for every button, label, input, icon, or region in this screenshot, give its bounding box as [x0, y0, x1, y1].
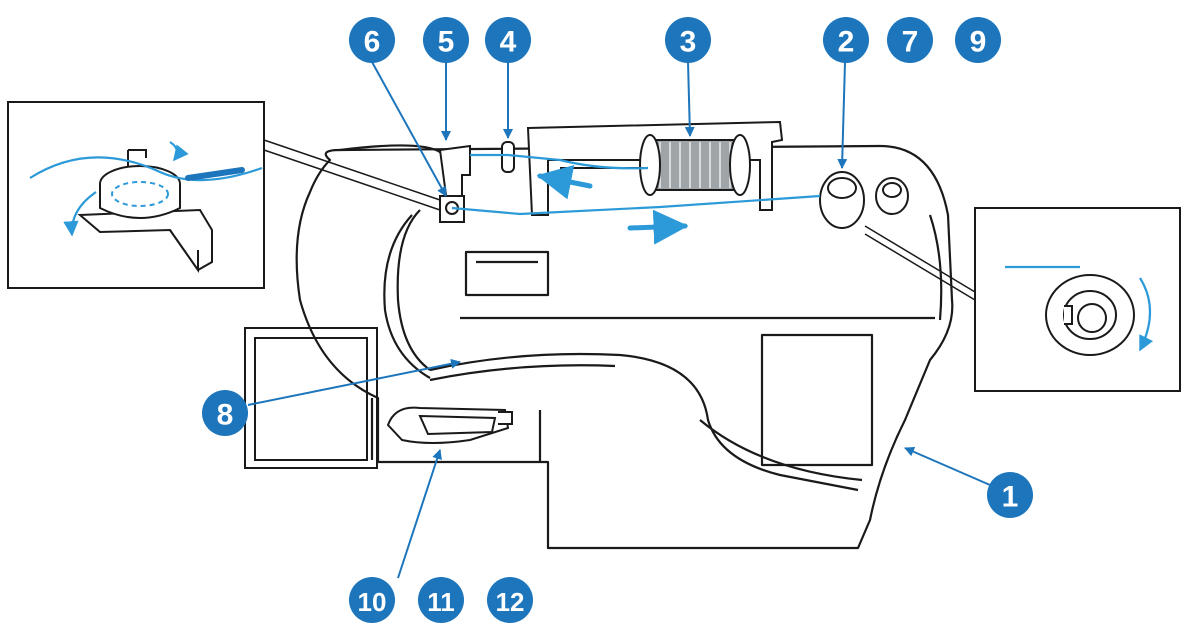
svg-text:1: 1: [1002, 481, 1019, 514]
inset-left-thread-guide: [7, 101, 441, 289]
callout-2: 2: [823, 17, 869, 63]
svg-text:12: 12: [496, 587, 525, 617]
bobbin-winder: [819, 171, 909, 229]
thread-direction-arrows: [536, 165, 689, 245]
callout-1: 1: [987, 472, 1033, 518]
thread-path: [451, 153, 821, 216]
svg-text:7: 7: [902, 26, 919, 59]
inset-right-bobbin-winder: [864, 207, 1181, 392]
callout-8: 8: [202, 390, 248, 436]
svg-text:3: 3: [680, 26, 697, 59]
callout-9: 9: [955, 17, 1001, 63]
thread-spool-icon: [560, 134, 751, 196]
svg-text:4: 4: [500, 26, 517, 59]
callout-5: 5: [423, 17, 469, 63]
callout-12: 12: [487, 577, 533, 623]
svg-text:6: 6: [364, 26, 381, 59]
svg-text:9: 9: [970, 26, 987, 59]
svg-text:8: 8: [217, 399, 234, 432]
callout-6: 6: [349, 17, 395, 63]
callout-7: 7: [887, 17, 933, 63]
thread-guide: [438, 141, 515, 211]
svg-text:11: 11: [427, 587, 455, 617]
callout-10: 10: [349, 577, 395, 623]
callout-4: 4: [485, 17, 531, 63]
accessory-tray: [244, 327, 378, 469]
machine-body: [295, 144, 954, 550]
presser-foot: [386, 406, 513, 444]
callout-11: 11: [418, 577, 464, 623]
svg-text:5: 5: [438, 26, 455, 59]
leader-lines: [247, 61, 991, 579]
svg-text:10: 10: [358, 587, 387, 617]
svg-text:2: 2: [838, 26, 855, 59]
callout-badges: 1 2 3 4 5 6 7 8: [202, 17, 1033, 623]
callout-3: 3: [665, 17, 711, 63]
